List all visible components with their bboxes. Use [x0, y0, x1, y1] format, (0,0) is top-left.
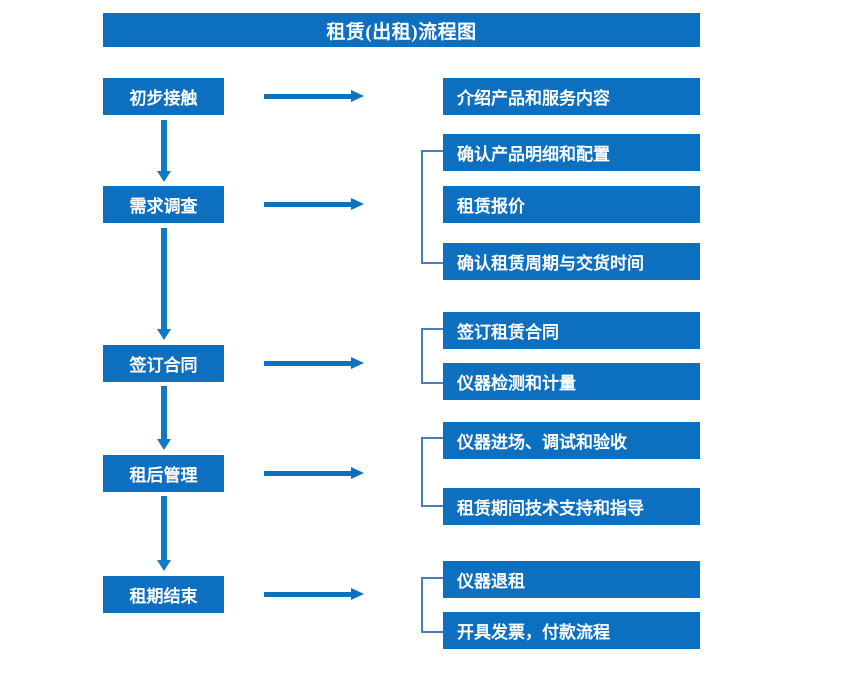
vertical-arrow-3-4 — [157, 386, 171, 450]
detail-box-8[interactable]: 租赁期间技术支持和指导 — [443, 488, 700, 525]
horizontal-arrow-3 — [264, 357, 364, 369]
group-bracket-requirements — [421, 150, 443, 264]
horizontal-arrow-5 — [264, 588, 364, 600]
vertical-arrow-1-2 — [157, 120, 171, 182]
detail-box-4[interactable]: 确认租赁周期与交货时间 — [443, 243, 700, 280]
detail-box-5[interactable]: 签订租赁合同 — [443, 312, 700, 349]
detail-box-1[interactable]: 介绍产品和服务内容 — [443, 78, 700, 115]
stage-box-5[interactable]: 租期结束 — [103, 576, 224, 613]
flowchart-title: 租赁(出租)流程图 — [103, 13, 700, 47]
group-bracket-contract — [421, 328, 443, 384]
group-bracket-postrental — [421, 437, 443, 507]
stage-box-1[interactable]: 初步接触 — [103, 78, 224, 115]
detail-box-10[interactable]: 开具发票，付款流程 — [443, 612, 700, 649]
group-bracket-endrental — [421, 577, 443, 633]
horizontal-arrow-2 — [264, 198, 364, 210]
stage-box-4[interactable]: 租后管理 — [103, 455, 224, 492]
detail-box-3[interactable]: 租赁报价 — [443, 186, 700, 223]
vertical-arrow-4-5 — [157, 496, 171, 571]
stage-box-3[interactable]: 签订合同 — [103, 345, 224, 382]
horizontal-arrow-1 — [264, 90, 364, 102]
horizontal-arrow-4 — [264, 467, 364, 479]
vertical-arrow-2-3 — [157, 228, 171, 340]
detail-box-9[interactable]: 仪器退租 — [443, 561, 700, 598]
detail-box-7[interactable]: 仪器进场、调试和验收 — [443, 422, 700, 459]
detail-box-2[interactable]: 确认产品明细和配置 — [443, 134, 700, 171]
detail-box-6[interactable]: 仪器检测和计量 — [443, 363, 700, 400]
stage-box-2[interactable]: 需求调查 — [103, 186, 224, 223]
